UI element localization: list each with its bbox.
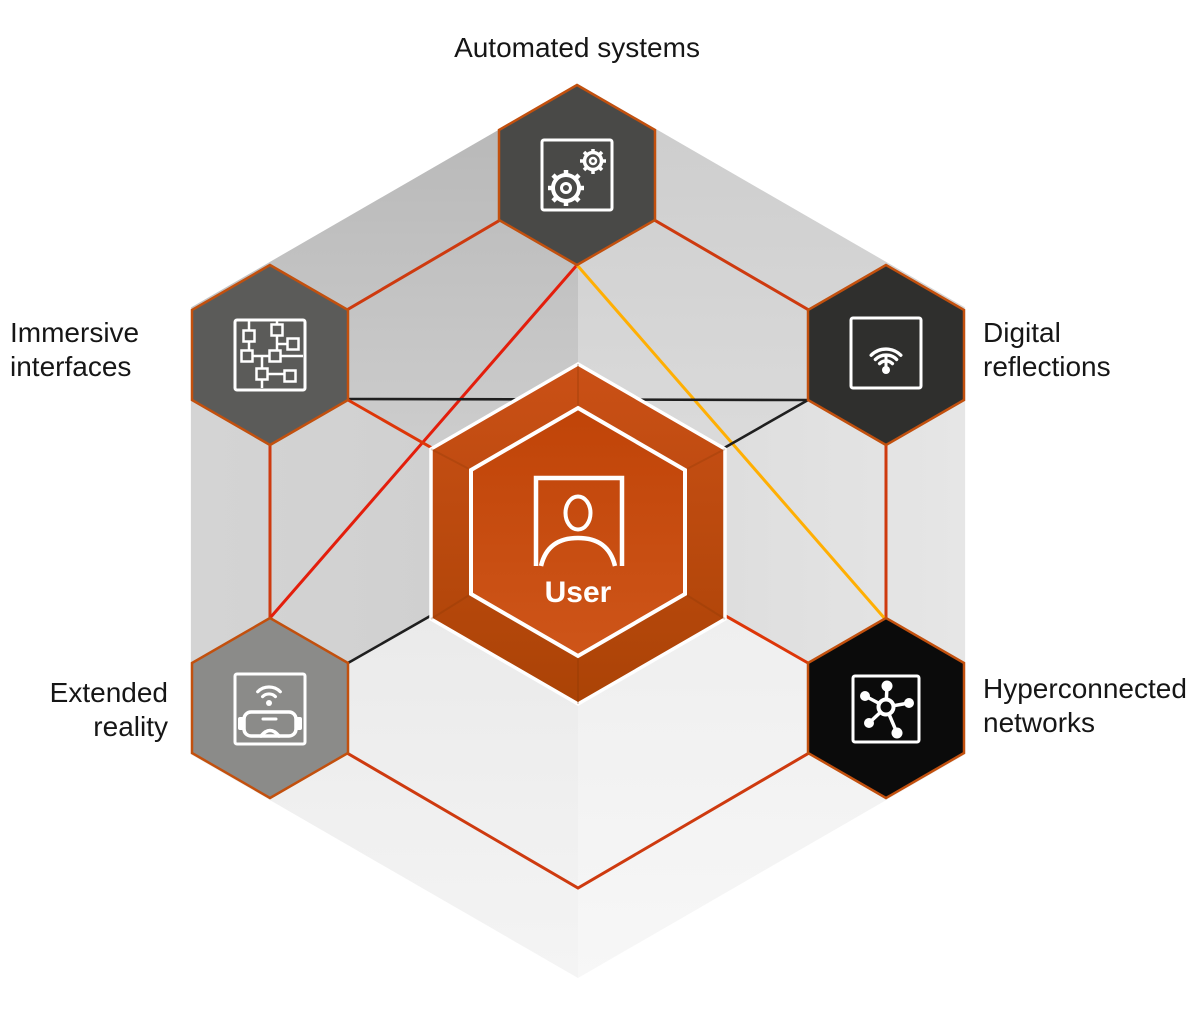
node-digital-reflections [806, 263, 966, 447]
label-automated-systems: Automated systems [454, 32, 700, 63]
user-bevel-seams [430, 364, 726, 704]
node-extended-reality [190, 616, 350, 800]
person-icon [533, 475, 625, 567]
network-hub-icon [851, 674, 921, 744]
gears-icon [540, 138, 614, 212]
label-digital-reflections: Digital reflections [983, 317, 1111, 382]
label-extended-reality: Extended reality [49, 677, 168, 742]
circuit-nodes-icon [233, 318, 307, 392]
extended-reality-hexagon [190, 616, 350, 800]
node-automated-systems [497, 83, 657, 267]
node-immersive-interfaces [190, 263, 350, 447]
label-user: User [544, 576, 612, 609]
wifi-antenna-icon [849, 316, 923, 390]
node-user [429, 361, 727, 707]
label-immersive-interfaces: Immersive interfaces [10, 317, 140, 382]
vr-headset-icon [233, 672, 307, 746]
label-hyperconnected-networks: Hyperconnected networks [983, 673, 1187, 738]
user-inner-hexagon [469, 405, 687, 659]
node-hyperconnected-networks [806, 616, 966, 800]
